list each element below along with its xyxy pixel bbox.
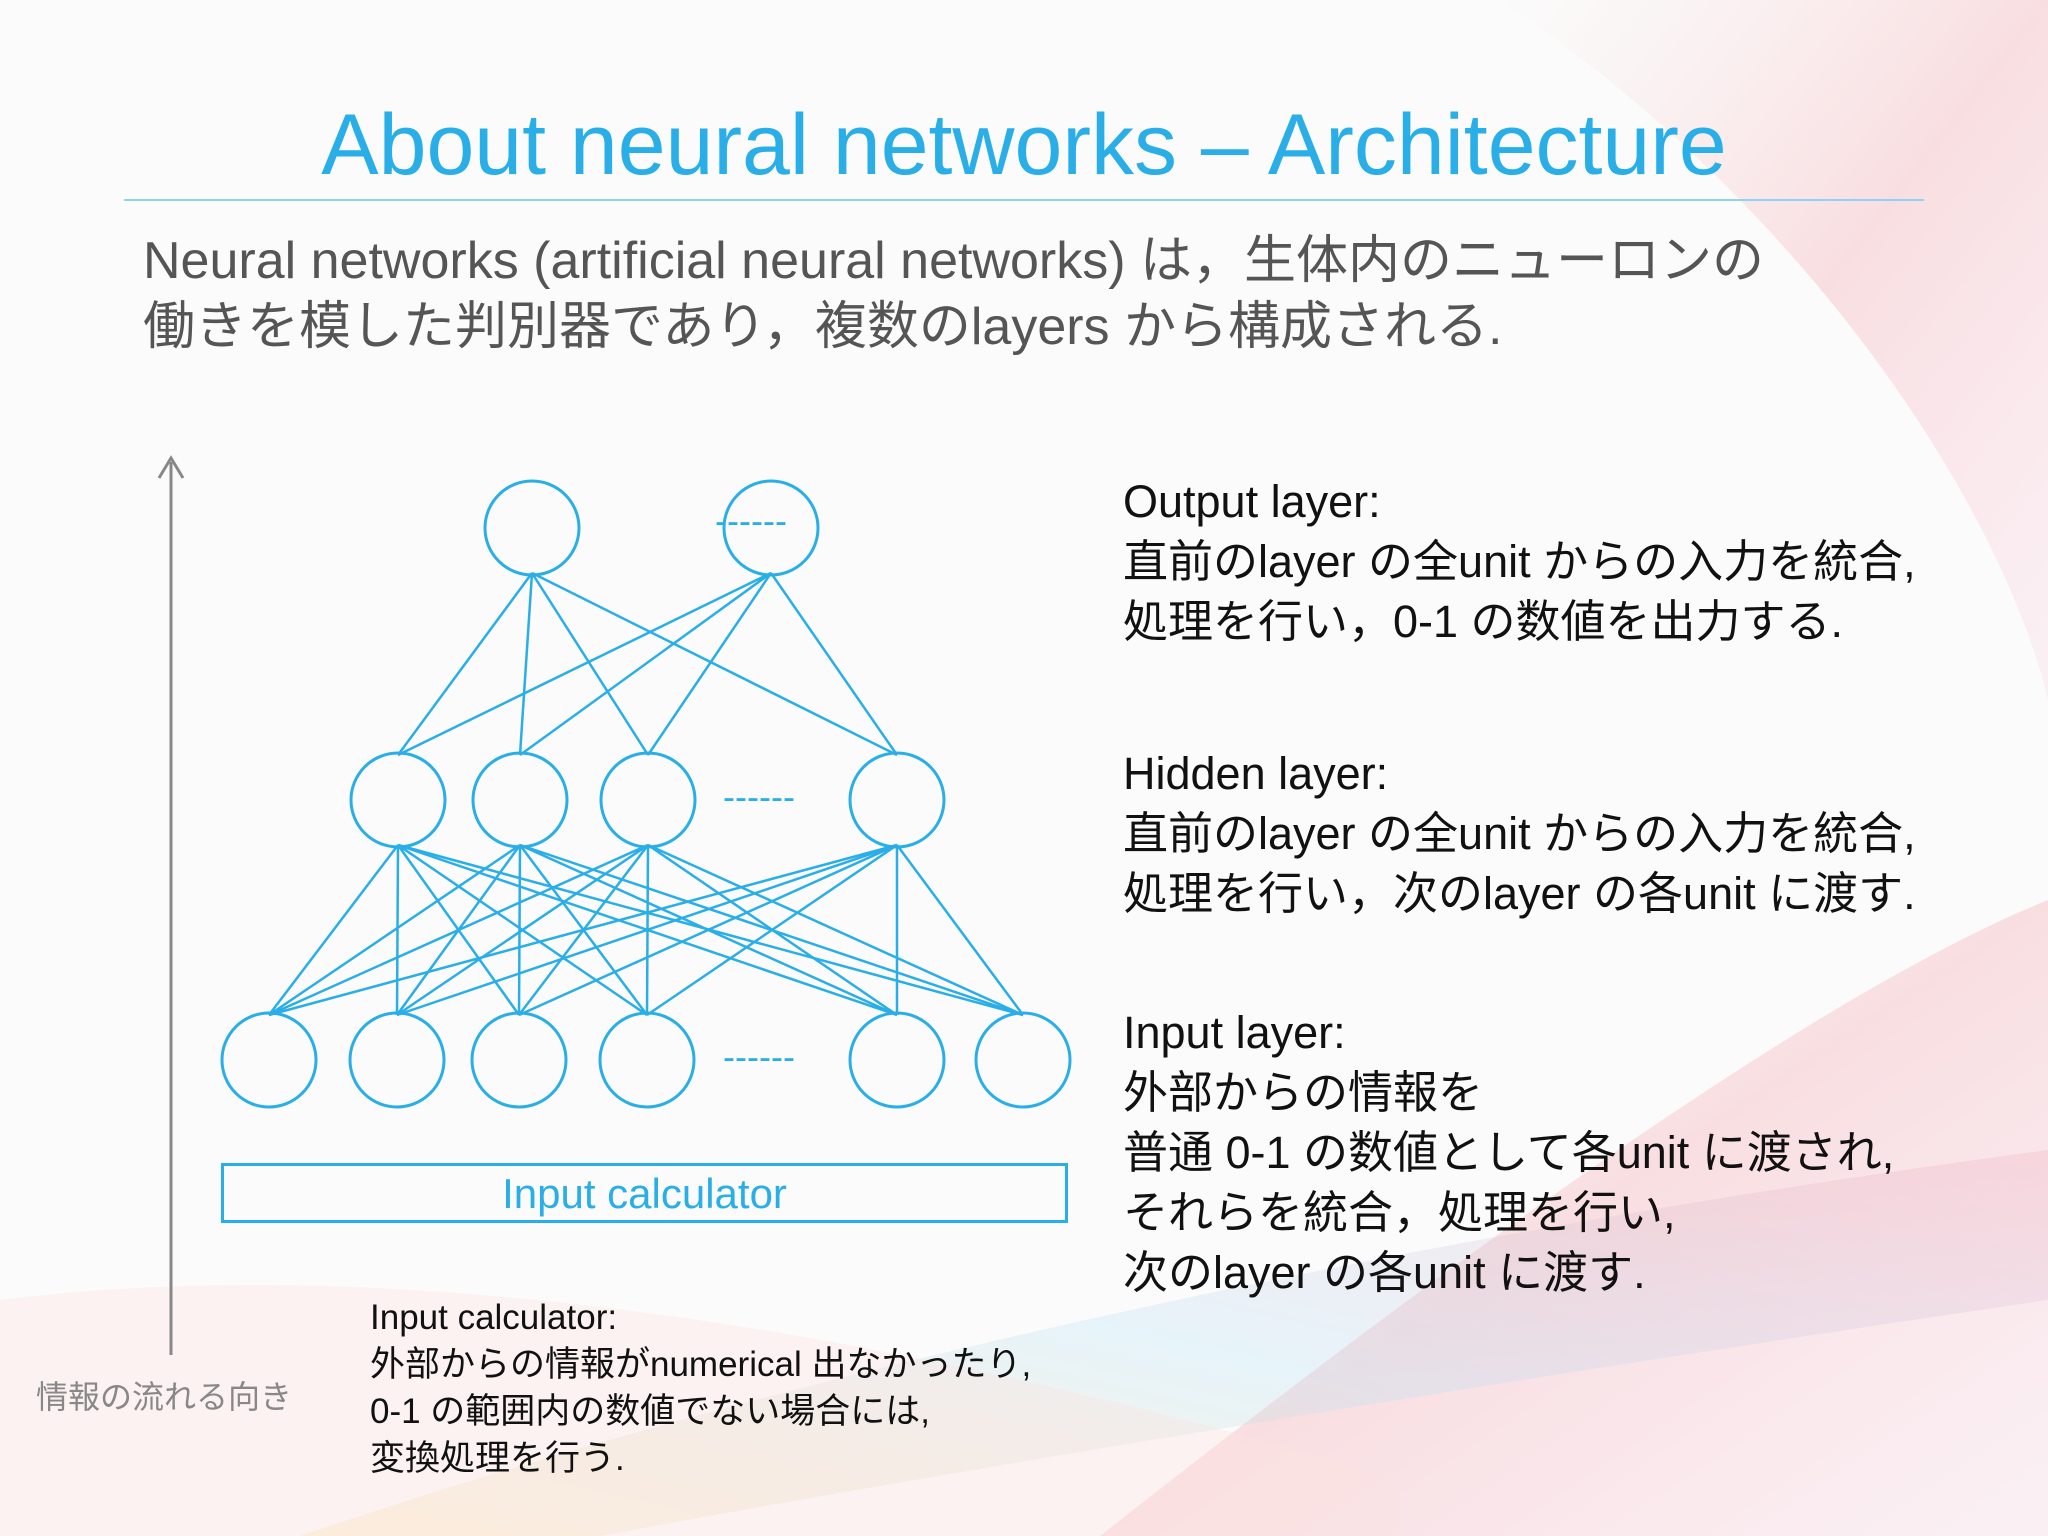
input-calculator-note: Input calculator: 外部からの情報がnumerical 出なかっ… [370, 1294, 1031, 1482]
intro-line: 働きを模した判別器であり，複数のlayers から構成される. [143, 298, 1503, 356]
input-neuron [220, 1011, 318, 1109]
input-neuron [470, 1011, 568, 1109]
input-layer-line: それらを統合，処理を行い, [1123, 1187, 1676, 1238]
hidden-neuron [471, 751, 569, 849]
intro-line: Neural networks (artificial neural netwo… [143, 232, 1765, 290]
output-neuron [483, 479, 581, 577]
input-neuron [974, 1011, 1072, 1109]
input-neuron [598, 1011, 696, 1109]
hidden-input-connection [395, 844, 400, 1016]
output-neuron [722, 479, 820, 577]
input-neuron [848, 1011, 946, 1109]
input-neuron [348, 1011, 446, 1109]
input-layer-line: 普通 0-1 の数値として各unit に渡され, [1123, 1127, 1895, 1178]
note-line: Input calculator: [370, 1298, 618, 1337]
input-layer-line: 次のlayer の各unit に渡す. [1123, 1247, 1646, 1298]
hidden-input-connection [268, 844, 399, 1016]
hidden-input-connection [518, 843, 898, 1017]
hidden-input-connection [268, 843, 521, 1017]
input-layer-heading: Input layer: [1123, 1007, 1346, 1058]
input-layer-description: Input layer: 外部からの情報を 普通 0-1 の数値として各unit… [1123, 1003, 1894, 1303]
hidden-input-connection [646, 843, 898, 1017]
output-hidden-connection [396, 572, 534, 756]
input-layer-line: 外部からの情報を [1123, 1067, 1484, 1118]
output-ellipsis: ------ [715, 500, 787, 541]
flow-arrow-head [157, 455, 185, 479]
note-line: 外部からの情報がnumerical 出なかったり, [370, 1345, 1032, 1384]
connections [268, 571, 1025, 1017]
intro-text: Neural networks (artificial neural netwo… [143, 228, 1943, 360]
output-hidden-connection [397, 571, 772, 757]
output-layer-line: 処理を行い，0-1 の数値を出力する. [1123, 596, 1844, 647]
hidden-ellipsis: ------ [723, 776, 795, 817]
flow-direction-label: 情報の流れる向き [36, 1379, 293, 1415]
hidden-neuron [349, 751, 447, 849]
output-layer-description: Output layer: 直前のlayer の全unit からの入力を統合, … [1123, 472, 1916, 652]
hidden-neuron [599, 751, 697, 849]
hidden-neuron [848, 751, 946, 849]
hidden-layer-description: Hidden layer: 直前のlayer の全unit からの入力を統合, … [1123, 744, 1916, 924]
slide-title: About neural networks – Architecture [321, 97, 1727, 193]
hidden-input-connection [895, 844, 1025, 1016]
hidden-input-connection [268, 843, 898, 1017]
hidden-input-connection [647, 843, 1024, 1017]
input-ellipsis: ------ [723, 1036, 795, 1077]
input-calculator-label: Input calculator [502, 1170, 787, 1217]
output-hidden-connection [519, 571, 772, 757]
hidden-layer-line: 直前のlayer の全unit からの入力を統合, [1123, 808, 1916, 859]
output-hidden-connection [769, 572, 899, 756]
output-hidden-connection [530, 572, 650, 756]
output-layer-line: 直前のlayer の全unit からの入力を統合, [1123, 536, 1916, 587]
note-line: 0-1 の範囲内の数値でない場合には, [370, 1392, 931, 1431]
flow-arrow [157, 455, 185, 1355]
hidden-input-connection [268, 843, 649, 1017]
hidden-layer-heading: Hidden layer: [1123, 748, 1389, 799]
output-hidden-connection [531, 571, 898, 757]
hidden-input-connection [396, 843, 898, 1017]
output-layer-heading: Output layer: [1123, 476, 1381, 527]
hidden-layer-line: 処理を行い，次のlayer の各unit に渡す. [1123, 868, 1916, 919]
output-hidden-connection [646, 572, 773, 756]
neurons [220, 479, 1072, 1109]
hidden-input-connection [396, 843, 649, 1017]
input-calculator-box: Input calculator [221, 1163, 1068, 1223]
output-hidden-connection [518, 572, 534, 756]
hidden-input-connection [517, 844, 522, 1016]
note-line: 変換処理を行う. [370, 1439, 625, 1478]
title-divider [124, 199, 1924, 201]
